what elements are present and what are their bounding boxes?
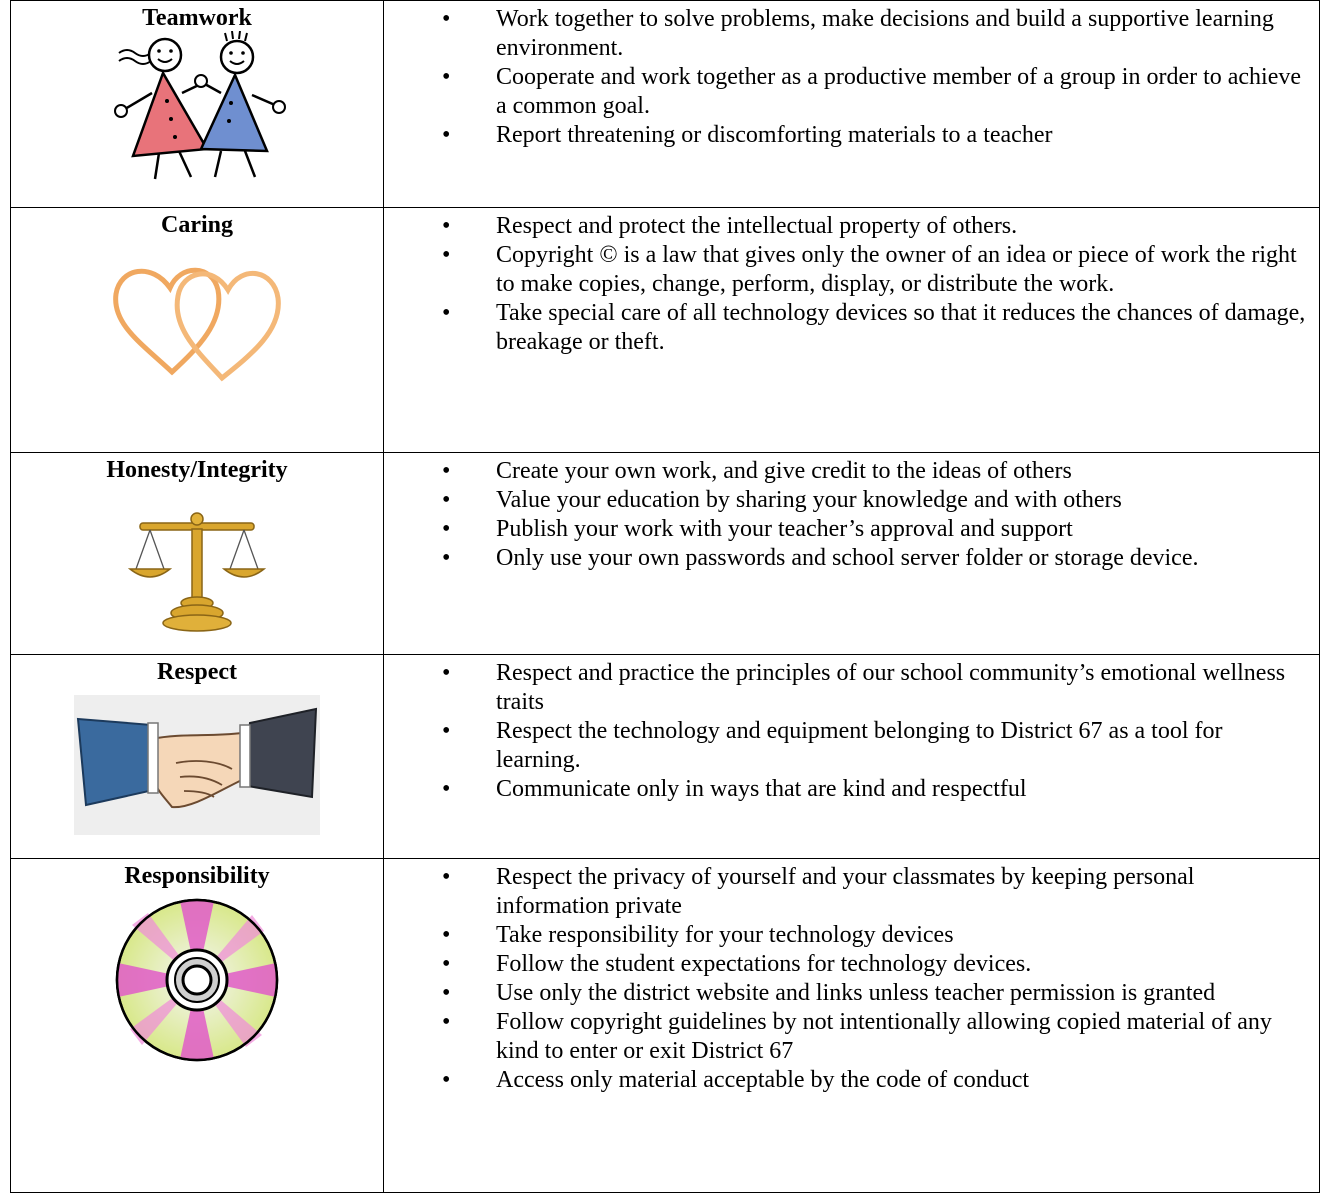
- trait-cell: Honesty/Integrity: [10, 452, 384, 655]
- bullet-icon: •: [442, 660, 451, 686]
- trait-name: Teamwork: [142, 5, 252, 31]
- bullet-icon: •: [442, 64, 451, 90]
- bullet-icon: •: [442, 1067, 451, 1093]
- list-item: •Copyright © is a law that gives only th…: [442, 242, 1297, 297]
- list-item: •Create your own work, and give credit t…: [442, 458, 1072, 484]
- list-item: •Respect the technology and equipment be…: [442, 718, 1223, 773]
- trait-name: Caring: [161, 212, 233, 238]
- trait-cell: Caring: [10, 207, 384, 453]
- teamwork-kids-icon: [114, 31, 286, 180]
- bullet-icon: •: [442, 718, 451, 744]
- list-item: •Respect and protect the intellectual pr…: [442, 213, 1018, 239]
- bullet-icon: •: [442, 980, 451, 1006]
- list-item: •Report threatening or discomforting mat…: [442, 122, 1053, 148]
- bullet-icon: •: [442, 1009, 451, 1035]
- bullet-list: •Create your own work, and give credit t…: [384, 453, 1319, 573]
- list-item: •Work together to solve problems, make d…: [442, 6, 1274, 61]
- bullet-icon: •: [442, 122, 451, 148]
- items-cell: •Work together to solve problems, make d…: [383, 0, 1320, 208]
- list-item: •Respect and practice the principles of …: [442, 660, 1286, 715]
- bullet-icon: •: [442, 300, 451, 326]
- trait-name: Respect: [157, 659, 237, 685]
- bullet-icon: •: [442, 487, 451, 513]
- table-row: Honesty/Integrity: [10, 452, 1320, 655]
- table-row: Caring •Respect and protect the intellec…: [10, 207, 1320, 453]
- bullet-icon: •: [442, 922, 451, 948]
- scales-icon: [127, 512, 267, 632]
- table-row: Teamwork: [10, 0, 1320, 208]
- bullet-list: •Respect the privacy of yourself and you…: [384, 859, 1319, 1095]
- table-row: Respect •Respect and practice the princi…: [10, 654, 1320, 859]
- list-item: •Publish your work with your teacher’s a…: [442, 516, 1073, 542]
- bullet-icon: •: [442, 6, 451, 32]
- bullet-icon: •: [442, 545, 451, 571]
- list-item: •Follow copyright guidelines by not inte…: [442, 1009, 1272, 1064]
- list-item: •Take special care of all technology dev…: [442, 300, 1306, 355]
- table-row: Responsibility: [10, 858, 1320, 1193]
- bullet-list: •Work together to solve problems, make d…: [384, 1, 1319, 150]
- bullet-icon: •: [442, 864, 451, 890]
- bullet-icon: •: [442, 458, 451, 484]
- items-cell: •Create your own work, and give credit t…: [383, 452, 1320, 655]
- items-cell: •Respect and protect the intellectual pr…: [383, 207, 1320, 453]
- trait-cell: Teamwork: [10, 0, 384, 208]
- bullet-list: •Respect and practice the principles of …: [384, 655, 1319, 804]
- disc-icon: [115, 898, 279, 1062]
- list-item: •Access only material acceptable by the …: [442, 1067, 1030, 1093]
- items-cell: •Respect the privacy of yourself and you…: [383, 858, 1320, 1193]
- trait-cell: Respect: [10, 654, 384, 859]
- values-table: Teamwork: [10, 0, 1320, 1193]
- list-item: •Cooperate and work together as a produc…: [442, 64, 1302, 119]
- trait-name: Honesty/Integrity: [106, 457, 288, 483]
- list-item: •Respect the privacy of yourself and you…: [442, 864, 1195, 919]
- items-cell: •Respect and practice the principles of …: [383, 654, 1320, 859]
- list-item: •Take responsibility for your technology…: [442, 922, 954, 948]
- document-page: Teamwork: [10, 0, 1320, 1196]
- handshake-icon: [74, 695, 320, 835]
- bullet-icon: •: [442, 776, 451, 802]
- hearts-icon: [113, 267, 281, 382]
- trait-name: Responsibility: [124, 863, 270, 889]
- list-item: •Only use your own passwords and school …: [442, 545, 1199, 571]
- list-item: •Communicate only in ways that are kind …: [442, 776, 1027, 802]
- list-item: •Follow the student expectations for tec…: [442, 951, 1032, 977]
- bullet-icon: •: [442, 951, 451, 977]
- list-item: •Use only the district website and links…: [442, 980, 1216, 1006]
- trait-cell: Responsibility: [10, 858, 384, 1193]
- bullet-icon: •: [442, 516, 451, 542]
- bullet-list: •Respect and protect the intellectual pr…: [384, 208, 1319, 357]
- list-item: •Value your education by sharing your kn…: [442, 487, 1122, 513]
- bullet-icon: •: [442, 213, 451, 239]
- bullet-icon: •: [442, 242, 451, 268]
